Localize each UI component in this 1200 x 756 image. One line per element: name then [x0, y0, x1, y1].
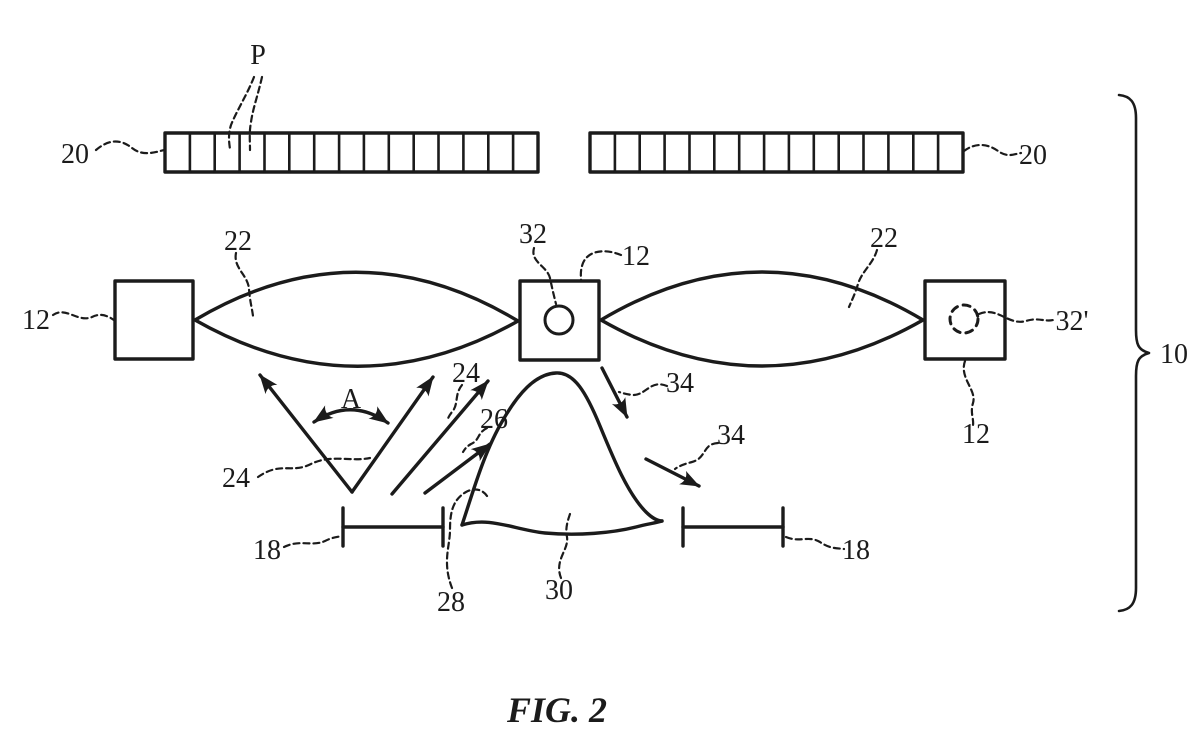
ref-label-18-right: 18 [842, 535, 870, 566]
leader-28 [445, 488, 489, 590]
leader-18-right [784, 535, 846, 551]
leader-32 [532, 246, 558, 306]
leader-18-left [282, 534, 344, 549]
ref-label-22-right: 22 [870, 223, 898, 254]
ref-label-30: 30 [545, 575, 573, 606]
leader-26 [461, 426, 489, 454]
scan-arrow-v-left [258, 373, 354, 494]
scan-arrow-26 [423, 442, 492, 495]
leader-12-center [579, 250, 623, 282]
ref-label-10: 10 [1160, 339, 1188, 370]
leader-P-2 [248, 75, 264, 152]
ref-label-28: 28 [437, 587, 465, 618]
figure-caption: FIG. 2 [506, 690, 607, 730]
ref-label-12-right: 12 [962, 419, 990, 450]
scan-arrow-v-right [350, 375, 435, 494]
substrate-segment-left [341, 506, 445, 548]
leader-24-left [256, 456, 372, 479]
bell-curve-baseline [460, 519, 664, 536]
ref-label-22-left: 22 [224, 226, 252, 257]
leader-12-right [962, 359, 975, 427]
ref-label-20-left: 20 [61, 139, 89, 170]
ref-label-20-right: 20 [1019, 140, 1047, 171]
leader-12-left [51, 311, 116, 322]
emitter-square-center [518, 279, 601, 362]
ref-label-P: P [250, 40, 266, 71]
ref-label-26: 26 [480, 404, 508, 435]
reference-labels: P 20 20 22 32 12 22 12 32' 10 12 A 24 26… [22, 40, 1188, 618]
pixel-strip-right-dividers [613, 131, 940, 174]
ref-label-32-prime: 32' [1055, 306, 1088, 337]
emitter-square-left [113, 279, 195, 361]
leader-32-prime [977, 311, 1055, 323]
ref-label-32: 32 [519, 219, 547, 250]
ref-label-A: A [341, 384, 362, 415]
angle-arc-A [312, 405, 390, 425]
leader-30 [558, 512, 572, 580]
arrow-34-lower [644, 457, 701, 488]
pixel-strip-left-dividers [188, 131, 515, 174]
beam-lens-right [599, 270, 925, 368]
leader-lines [51, 75, 1055, 590]
ref-label-12-left: 12 [22, 305, 50, 336]
beam-lens-left [193, 270, 520, 368]
scan-arrow-24-parallel [390, 379, 490, 496]
ref-label-24-top: 24 [452, 358, 480, 389]
arrow-34-upper [600, 366, 629, 419]
bell-curve-outline [460, 371, 664, 527]
aperture-circle-32 [543, 304, 575, 336]
leader-24-top [445, 383, 464, 423]
pixel-strip-left [163, 131, 540, 174]
emitter-square-right [923, 279, 1007, 361]
leader-34-lower [673, 441, 720, 471]
leader-P-1 [227, 75, 256, 151]
brace-10 [1117, 93, 1151, 613]
pixel-strip-right [588, 131, 965, 174]
substrate-segment-right [681, 506, 785, 548]
leader-20-left [94, 140, 166, 155]
ref-label-34-lower: 34 [717, 420, 745, 451]
leader-34-upper [617, 383, 669, 397]
leader-22-right [847, 248, 879, 309]
aperture-circle-dashed-32prime [948, 303, 980, 335]
ref-label-24-left: 24 [222, 463, 250, 494]
ref-label-18-left: 18 [253, 535, 281, 566]
ref-label-12-center: 12 [622, 241, 650, 272]
ref-label-34-upper: 34 [666, 368, 694, 399]
leader-20-right [962, 143, 1023, 157]
leader-22-left [234, 251, 255, 318]
